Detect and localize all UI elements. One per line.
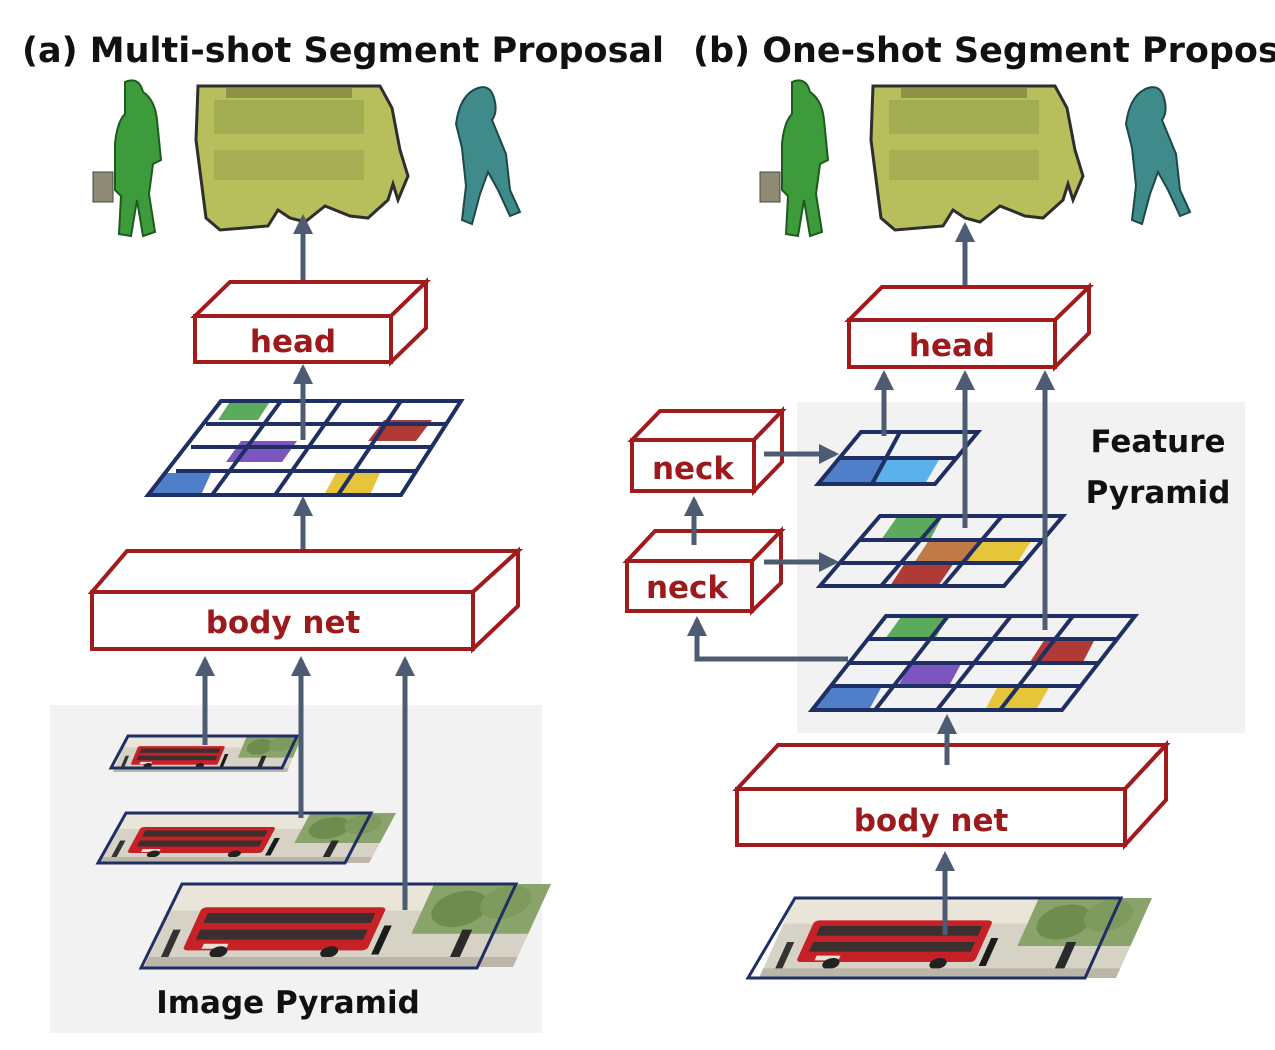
neck-label-top: neck: [652, 451, 735, 487]
feature-map-medium: [815, 514, 1068, 588]
neck-box-bottom: neck: [622, 526, 786, 616]
walking-person-icon: [454, 86, 522, 226]
arrow-large-map-to-neck-bottom: [687, 616, 848, 662]
double-decker-bus-icon: [194, 84, 410, 232]
walking-person-icon: [1124, 86, 1192, 226]
head-box-b: head: [844, 282, 1094, 372]
feature-map-small: [813, 430, 983, 486]
street-photo-icon: [95, 811, 396, 865]
neck-box-top: neck: [627, 406, 787, 496]
neck-label-bottom: neck: [646, 570, 729, 606]
head-box-a: head: [190, 277, 431, 367]
title-a: (a) Multi-shot Segment Proposal: [22, 31, 664, 71]
body-net-box-a: body net: [87, 546, 524, 654]
person-with-bag-icon: [759, 79, 830, 238]
image-pyramid-label: Image Pyramid: [156, 985, 420, 1021]
body-net-box-b: body net: [732, 739, 1171, 851]
street-photo-icon: [745, 896, 1152, 980]
head-label-b: head: [909, 328, 995, 364]
feature-map-a: [143, 399, 465, 497]
body-net-label-b: body net: [854, 803, 1009, 839]
title-b: (b) One-shot Segment Proposal: [693, 31, 1275, 71]
person-with-bag-icon: [92, 79, 163, 238]
body-net-label-a: body net: [206, 605, 361, 641]
street-photo-icon: [138, 882, 551, 970]
feature-map-large: [807, 614, 1140, 712]
head-label-a: head: [250, 324, 336, 360]
double-decker-bus-icon: [869, 84, 1085, 232]
feature-pyramid-label-line2: Pyramid: [1086, 475, 1231, 511]
street-photo-icon: [108, 734, 302, 772]
feature-pyramid-label-line1: Feature: [1090, 424, 1225, 460]
